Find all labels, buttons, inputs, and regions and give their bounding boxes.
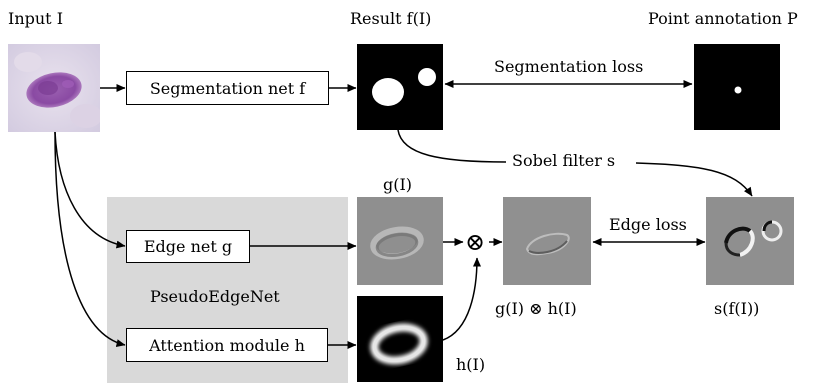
product-label: g(I) ⊗ h(I) [495, 299, 577, 318]
input-label: Input I [8, 9, 64, 28]
attention-map-image [357, 296, 443, 382]
sobel-filter-label: Sobel filter s [512, 151, 616, 170]
edge-net-box: Edge net g [126, 230, 250, 263]
product-map-image [503, 197, 591, 285]
sobel-edge-image [706, 197, 794, 285]
edge-map-image [357, 197, 443, 285]
input-cell-image [8, 44, 100, 132]
result-label: Result f(I) [350, 9, 432, 28]
curve-hI-to-multiply [442, 257, 481, 341]
curve-result-to-sobel [397, 129, 507, 163]
edge-loss-label: Edge loss [609, 215, 687, 234]
sobel-output-label: s(f(I)) [714, 299, 760, 318]
curve-input-to-attention [54, 131, 126, 348]
point-annotation-label: Point annotation P [648, 9, 798, 28]
segmentation-net-box: Segmentation net f [126, 71, 329, 105]
attention-module-box: Attention module h [126, 328, 328, 362]
multiply-operator: ⊗ [465, 228, 486, 256]
point-annotation-image [694, 44, 780, 130]
segmentation-loss-label: Segmentation loss [494, 57, 644, 76]
pseudoedgenet-label: PseudoEdgeNet [150, 287, 280, 306]
result-mask-image [357, 44, 443, 130]
curve-input-to-edgenet [54, 131, 126, 249]
h-of-i-label: h(I) [456, 355, 486, 374]
curve-sobel-to-output [635, 162, 753, 197]
g-of-i-label: g(I) [383, 175, 413, 194]
